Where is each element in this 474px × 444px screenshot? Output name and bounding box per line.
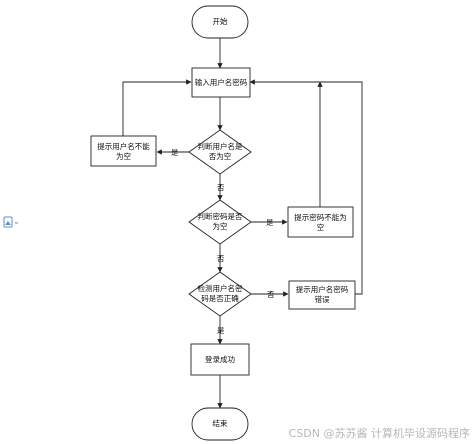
check-username-line1: 判断用户名是: [198, 141, 243, 151]
input-process-shape: [191, 67, 251, 98]
edge-label-no3: 否: [267, 290, 275, 299]
prompt-error-shape: [288, 280, 356, 310]
flowchart-check-password: 判断密码是否 为空: [188, 199, 252, 245]
flowchart-verify: 检测用户名密 码是否正确: [188, 271, 252, 317]
edge-prompt-username-to-input: [122, 79, 192, 136]
prompt-password-empty-line1: 提示密码不能为: [294, 212, 347, 222]
start-terminal-shape: [191, 5, 249, 39]
input-label: 输入用户名密码: [195, 77, 248, 87]
check-password-line1: 判断密码是否: [198, 211, 243, 221]
edge-prompt-error-to-input: [249, 79, 363, 295]
start-label: 开始: [213, 16, 228, 26]
end-terminal-shape: [191, 407, 249, 441]
prompt-username-empty-line2: 为空: [116, 151, 131, 161]
check-username-line2: 否为空: [209, 151, 232, 161]
flowchart-edges: [122, 38, 363, 409]
prompt-username-empty-line1: 提示用户名不能: [97, 141, 150, 151]
flowchart-check-username: 判断用户名是 否为空: [188, 129, 252, 175]
flowchart-login-success: 登录成功: [190, 343, 250, 376]
edge-label-no2: 否: [217, 254, 225, 263]
flowchart-prompt-error: 提示用户名密码 错误: [288, 280, 356, 310]
flowchart-prompt-password-empty: 提示密码不能为 空: [287, 206, 354, 238]
flowchart-start: 开始: [191, 5, 249, 39]
verify-line1: 检测用户名密: [198, 283, 243, 293]
prompt-password-empty-shape: [287, 206, 354, 238]
prompt-username-empty-shape: [90, 135, 157, 167]
prompt-password-empty-line2: 空: [317, 222, 325, 232]
check-username-decision-shape: [188, 129, 252, 175]
flowchart-end: 结束: [191, 407, 249, 441]
check-password-line2: 为空: [213, 221, 228, 231]
flowchart-prompt-username-empty: 提示用户名不能 为空: [90, 135, 157, 167]
edge-label-yes1: 是: [171, 148, 179, 157]
end-label: 结束: [213, 418, 228, 428]
prompt-error-line1: 提示用户名密码: [296, 284, 349, 294]
edge-label-yes3: 是: [217, 326, 225, 335]
prompt-error-line2: 错误: [315, 294, 330, 304]
flowchart-edge-labels: 是 否 是 否 否 是: [171, 148, 275, 335]
check-password-decision-shape: [188, 199, 252, 245]
verify-line2: 码是否正确: [201, 293, 239, 303]
image-icon: [3, 216, 18, 228]
edge-label-no1: 否: [217, 183, 225, 192]
login-success-shape: [190, 343, 250, 376]
edge-label-yes2: 是: [266, 218, 274, 227]
verify-decision-shape: [188, 271, 252, 317]
flowchart-input: 输入用户名密码: [191, 67, 251, 98]
login-success-label: 登录成功: [205, 354, 235, 364]
watermark-text: CSDN @苏苏酱 计算机毕设源码程序: [289, 426, 470, 440]
